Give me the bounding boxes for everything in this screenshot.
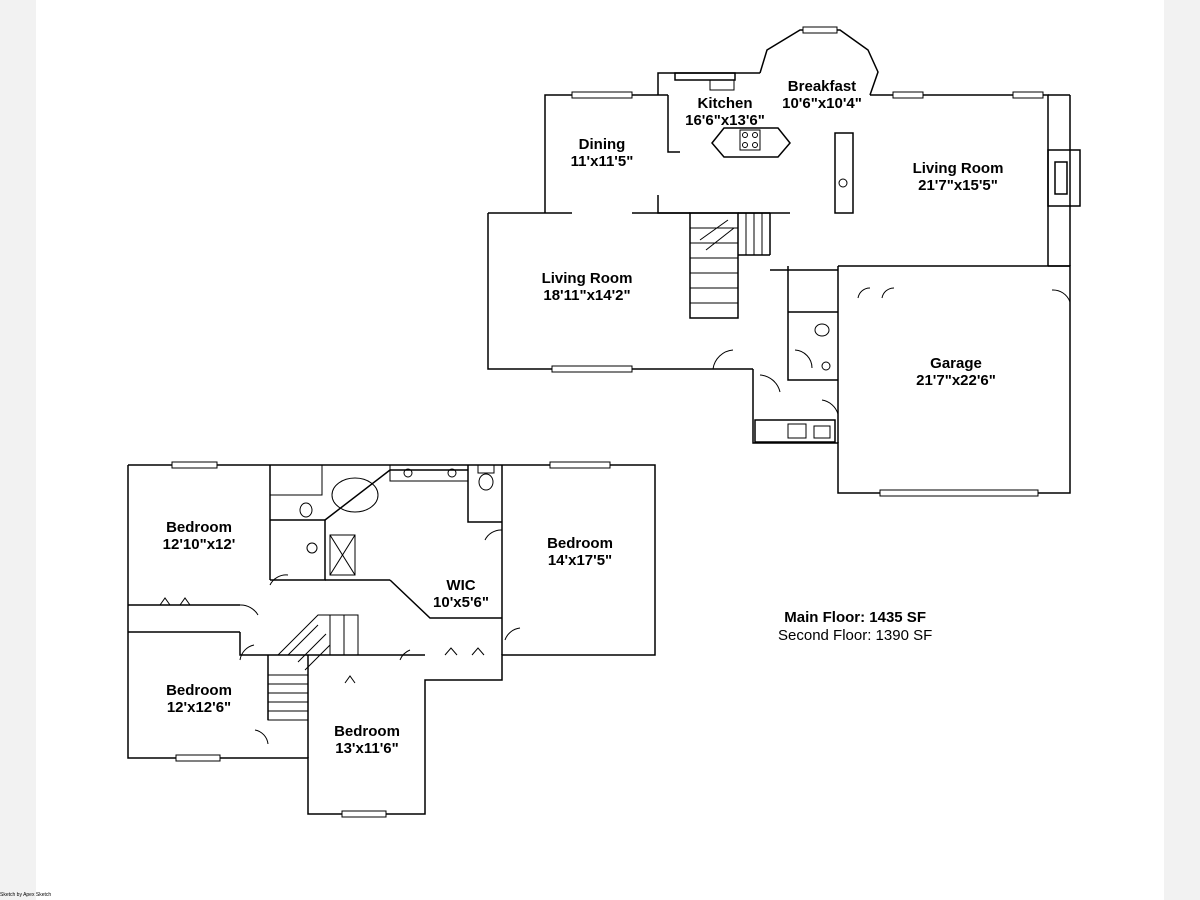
floor-plan-sheet bbox=[36, 0, 1164, 900]
second-floor-doors bbox=[159, 529, 521, 745]
room-label-wic: WIC 10'x5'6" bbox=[433, 577, 489, 611]
room-dims: 10'x5'6" bbox=[433, 594, 489, 611]
room-label-breakfast: Breakfast 10'6"x10'4" bbox=[782, 78, 862, 112]
room-name: Living Room bbox=[912, 160, 1004, 177]
room-name: Bedroom bbox=[334, 723, 400, 740]
room-name: Living Room bbox=[541, 270, 633, 287]
room-name: Kitchen bbox=[697, 95, 753, 112]
second-floor-area: Second Floor: 1390 SF bbox=[778, 627, 933, 644]
room-label-bedroom-nw: Bedroom 12'10"x12' bbox=[163, 519, 236, 553]
second-floor-stairs bbox=[267, 614, 359, 721]
area-summary: Main Floor: 1435 SF Second Floor: 1390 S… bbox=[778, 609, 932, 645]
kitchen-fixtures bbox=[709, 79, 848, 439]
second-floor-windows bbox=[171, 461, 611, 818]
room-dims: 14'x17'5" bbox=[547, 552, 613, 569]
bath-fixtures bbox=[269, 464, 495, 576]
sketch-credit: Sketch by Apex Sketch bbox=[0, 892, 52, 898]
room-name: Dining bbox=[578, 136, 626, 153]
main-floor-stairs bbox=[690, 213, 763, 304]
room-name: Bedroom bbox=[166, 519, 232, 536]
room-name: Bedroom bbox=[547, 535, 613, 552]
room-dims: 12'x12'6" bbox=[166, 699, 232, 716]
room-dims: 21'7"x22'6" bbox=[916, 372, 996, 389]
room-dims: 21'7"x15'5" bbox=[918, 177, 998, 194]
room-dims: 11'x11'5" bbox=[570, 153, 634, 170]
room-dims: 13'x11'6" bbox=[335, 740, 399, 757]
room-label-bedroom-sw: Bedroom 12'x12'6" bbox=[166, 682, 232, 716]
room-label-garage: Garage 21'7"x22'6" bbox=[916, 355, 996, 389]
room-dims: 10'6"x10'4" bbox=[782, 95, 862, 112]
main-floor-doors bbox=[712, 287, 1071, 415]
room-label-kitchen: Kitchen 16'6"x13'6" bbox=[685, 95, 765, 129]
fireplace-icon bbox=[1047, 149, 1081, 207]
room-label-living: Living Room 18'11"x14'2" bbox=[542, 270, 633, 304]
room-label-family: Living Room 21'7"x15'5" bbox=[913, 160, 1004, 194]
room-name: Garage bbox=[930, 355, 982, 372]
room-dims: 12'10"x12' bbox=[162, 536, 236, 553]
room-dims: 16'6"x13'6" bbox=[685, 112, 765, 129]
room-name: Breakfast bbox=[787, 78, 857, 95]
room-label-dining: Dining 11'x11'5" bbox=[571, 136, 634, 170]
main-floor-area: Main Floor: 1435 SF bbox=[784, 609, 926, 626]
room-name: Bedroom bbox=[166, 682, 232, 699]
main-floor-windows bbox=[551, 26, 1044, 497]
room-label-bedroom-s: Bedroom 13'x11'6" bbox=[334, 723, 400, 757]
main-floor-walls bbox=[487, 29, 1071, 494]
room-dims: 18'11"x14'2" bbox=[543, 287, 631, 304]
room-name: WIC bbox=[446, 577, 476, 594]
second-floor-walls bbox=[127, 464, 656, 815]
room-label-bedroom-master: Bedroom 14'x17'5" bbox=[547, 535, 613, 569]
